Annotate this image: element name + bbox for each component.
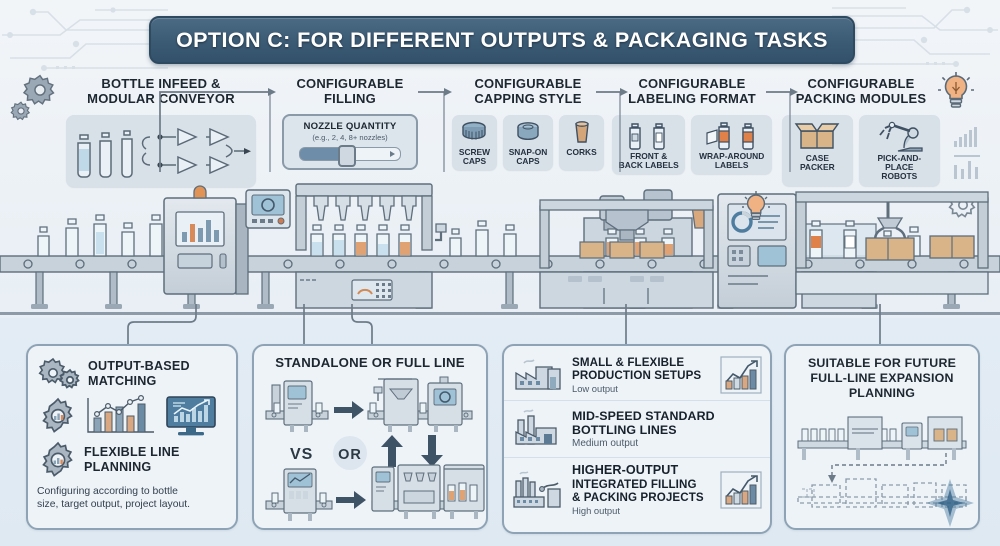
monitor-chart-icon	[166, 396, 216, 436]
card-body-matching: Configuring according to bottle size, ta…	[37, 486, 191, 510]
gear-icon-top-left-small	[10, 101, 31, 121]
gears-icon	[38, 357, 80, 389]
chip-screw-caps[interactable]: SCREW CAPS	[452, 114, 497, 171]
nozzle-quantity-callout: NOZZLE QUANTITY (e.g., 2, 4, 8+ nozzles)	[282, 113, 418, 170]
snap-on-cap-icon	[517, 121, 539, 140]
slider-arrow-icon	[390, 150, 395, 157]
stage-title-infeed: BOTTLE INFEED & MODULAR CONVEYOR	[87, 76, 235, 107]
svg-text:OR: OR	[338, 447, 362, 463]
circuit-trace-pattern-right	[832, 6, 998, 67]
list-item: MID-SPEED STANDARD BOTTLING LINES Medium…	[504, 400, 770, 457]
expansion-line-diagram	[797, 416, 974, 527]
chip-label: CASE PACKER	[799, 152, 835, 173]
gear-chart-icon	[42, 397, 73, 433]
card-heading-output-based-matching: OUTPUT-BASED MATCHING	[88, 359, 190, 389]
robot-arm-icon	[879, 121, 923, 152]
card-output-based-matching: OUTPUT-BASED MATCHING	[26, 344, 238, 530]
chip-pick-and-place-robots[interactable]: PICK-AND-PLACE ROBOTS	[858, 114, 940, 186]
page-title-banner: OPTION C: FOR DIFFERENT OUTPUTS & PACKAG…	[149, 16, 855, 64]
list-item-title: SMALL & FLEXIBLE PRODUCTION SETUPS	[572, 355, 702, 382]
standalone-vs-fullline-diagram: VS OR	[265, 376, 485, 521]
gear-icon-flexible	[42, 441, 73, 477]
sparkline-icon	[954, 127, 980, 179]
chip-label: CORKS	[566, 146, 597, 157]
chip-corks[interactable]: CORKS	[559, 114, 604, 171]
card-heading-flexible-line-planning: FLEXIBLE LINE PLANNING	[84, 444, 180, 474]
growth-chart-icon	[720, 356, 762, 394]
factory-large-icon	[513, 471, 561, 508]
stage-labeling-format: CONFIGURABLE LABELING FORMAT FRONT & BAC…	[612, 76, 772, 175]
chip-label: SNAP-ON CAPS	[508, 146, 548, 167]
card-title-expansion: SUITABLE FOR FUTURE FULL-LINE EXPANSION …	[807, 356, 957, 400]
chip-snap-on-caps[interactable]: SNAP-ON CAPS	[502, 114, 554, 171]
gear-icon-top-left	[22, 74, 55, 105]
list-item-title: HIGHER-OUTPUT INTEGRATED FILLING & PACKI…	[572, 463, 704, 505]
chip-label: FRONT & BACK LABELS	[618, 150, 679, 171]
list-item-subtitle: High output	[572, 505, 620, 517]
bottom-section: OUTPUT-BASED MATCHING	[0, 304, 1000, 546]
chip-label: SCREW CAPS	[458, 146, 491, 167]
circuit-trace-pattern-left	[2, 7, 168, 71]
front-back-label-icon	[628, 122, 665, 150]
lightbulb-icon-top-right	[938, 72, 974, 108]
nozzle-quantity-slider[interactable]	[299, 144, 401, 167]
stage-title-labeling: CONFIGURABLE LABELING FORMAT	[628, 76, 756, 107]
bar-chart-icon	[87, 394, 154, 433]
growth-chart-icon	[720, 471, 762, 509]
card-expansion-planning: SUITABLE FOR FUTURE FULL-LINE EXPANSION …	[784, 344, 980, 530]
chip-label: PICK-AND-PLACE ROBOTS	[877, 152, 922, 182]
nozzle-quantity-detail: (e.g., 2, 4, 8+ nozzles)	[312, 132, 388, 142]
screw-cap-icon	[462, 121, 487, 140]
chip-wrap-around-labels[interactable]: WRAP-AROUND LABELS	[691, 114, 772, 175]
list-item: HIGHER-OUTPUT INTEGRATED FILLING & PACKI…	[504, 457, 770, 521]
capping-chip-row: SCREW CAPS SNAP-ON CAPS	[452, 114, 604, 171]
list-item: SMALL & FLEXIBLE PRODUCTION SETUPS Low o…	[504, 350, 770, 400]
card-standalone-or-full-line: STANDALONE OR FULL LINE	[252, 344, 488, 530]
cork-icon	[574, 120, 589, 143]
chip-label: WRAP-AROUND LABELS	[699, 150, 765, 171]
slider-knob[interactable]	[338, 144, 356, 167]
list-item-subtitle: Low output	[572, 383, 618, 395]
svg-text:VS: VS	[290, 446, 313, 463]
production-line-illustration	[0, 176, 1000, 318]
stage-packing-modules: CONFIGURABLE PACKING MODULES CASE PACKER	[782, 76, 940, 186]
nozzle-quantity-heading: NOZZLE QUANTITY	[303, 120, 397, 132]
stage-bottle-infeed: BOTTLE INFEED & MODULAR CONVEYOR	[66, 76, 256, 187]
labeling-chip-row: FRONT & BACK LABELS WRAP-AROUND	[612, 114, 772, 175]
wrap-around-label-icon	[706, 121, 754, 150]
card-title-standalone: STANDALONE OR FULL LINE	[275, 355, 465, 370]
list-item-subtitle: Medium output	[572, 438, 639, 450]
stage-capping-style: CONFIGURABLE CAPPING STYLE SCREW CAPS	[452, 76, 604, 171]
chip-front-back-labels[interactable]: FRONT & BACK LABELS	[612, 114, 686, 175]
stage-title-filling: CONFIGURABLE FILLING	[296, 76, 404, 107]
factory-small-icon	[515, 359, 561, 390]
factory-medium-icon	[515, 409, 557, 445]
stage-title-packing: CONFIGURABLE PACKING MODULES	[795, 76, 927, 107]
carton-box-icon	[794, 122, 840, 149]
chip-case-packer[interactable]: CASE PACKER	[782, 114, 853, 186]
page-title: OPTION C: FOR DIFFERENT OUTPUTS & PACKAG…	[176, 27, 828, 52]
stage-title-capping: CONFIGURABLE CAPPING STYLE	[474, 76, 582, 107]
list-item-title: MID-SPEED STANDARD BOTTLING LINES	[572, 408, 715, 437]
factory-floor-line	[0, 312, 1000, 315]
card-applications: SMALL & FLEXIBLE PRODUCTION SETUPS Low o…	[502, 344, 772, 534]
packing-chip-row: CASE PACKER PICK-AND-PLACE ROBOTS	[782, 114, 940, 186]
stage-configurable-filling: CONFIGURABLE FILLING NOZZLE QUANTITY (e.…	[282, 76, 418, 170]
